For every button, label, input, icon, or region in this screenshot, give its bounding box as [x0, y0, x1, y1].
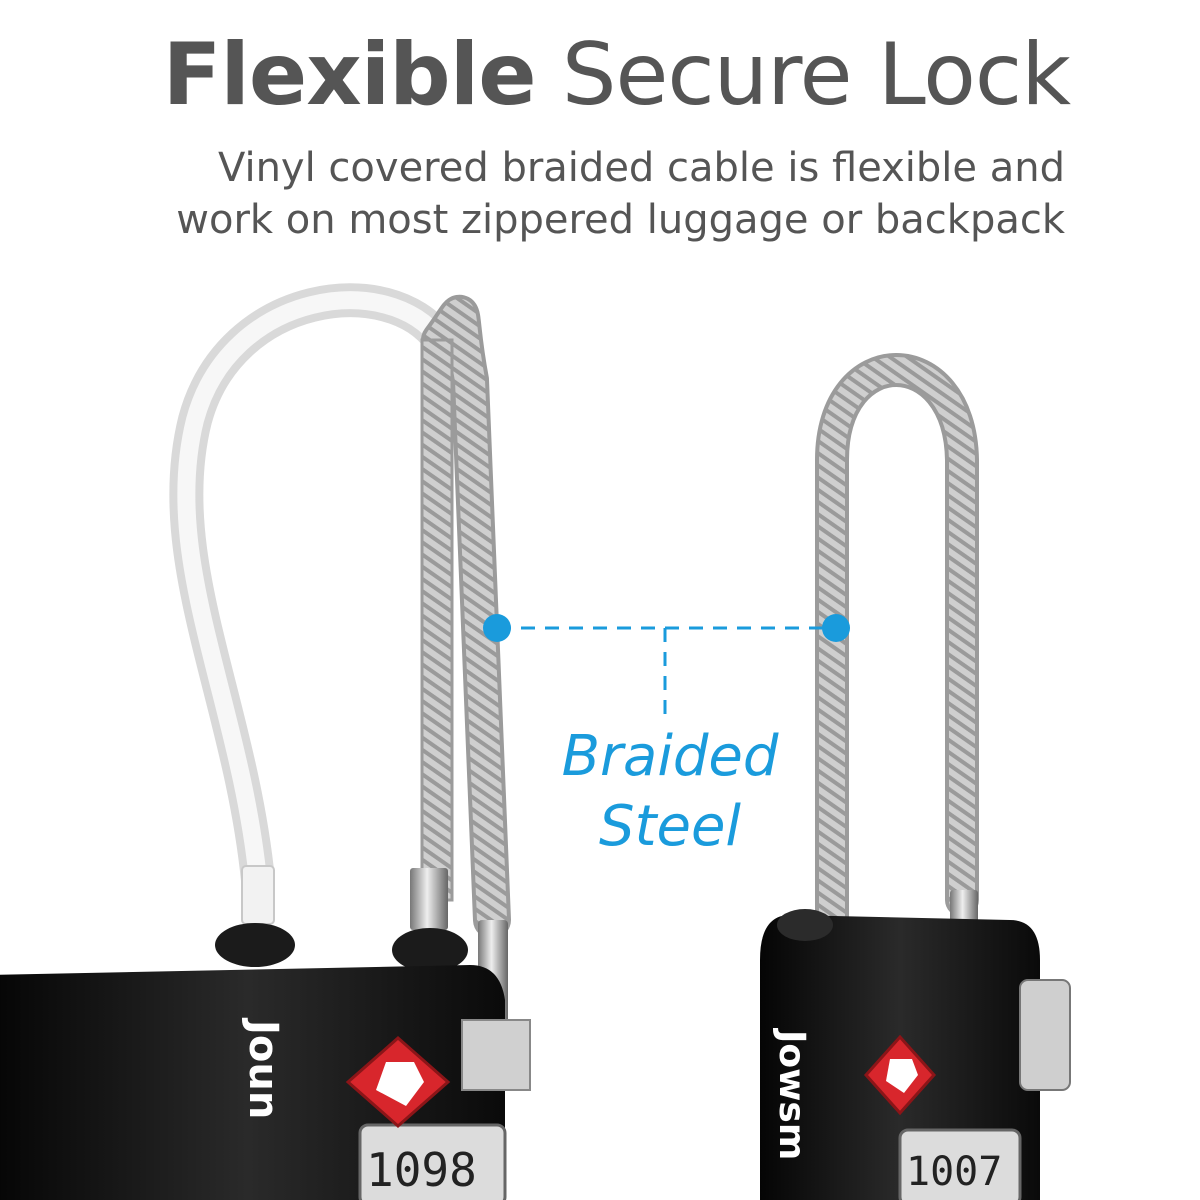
- page-title-rest: Secure Lock: [561, 25, 1071, 125]
- subtitle: Vinyl covered braided cable is flexible …: [176, 142, 1065, 246]
- subtitle-line-1: Vinyl covered braided cable is flexible …: [217, 145, 1065, 191]
- left-brand-mark: Joun: [240, 1017, 286, 1119]
- callout-dot-right: [822, 614, 850, 642]
- braided-steel-label: Braided Steel: [555, 722, 785, 862]
- page-title: Flexible Secure Lock: [162, 25, 1071, 125]
- left-lock-body: 1098 Joun: [0, 923, 531, 1200]
- subtitle-line-2: work on most zippered luggage or backpac…: [176, 197, 1065, 243]
- callout-dot-left: [483, 614, 511, 642]
- right-lock-body: 1007 Jowsm: [760, 909, 1071, 1200]
- tsa-diamond-icon: [345, 1036, 451, 1128]
- left-clear-cable: [169, 283, 457, 897]
- right-brand-mark: Jowsm: [771, 1027, 812, 1160]
- product-illustration: 1098 Joun 1007 Jowsm: [0, 283, 1071, 1200]
- left-ferrule-metal: [410, 868, 448, 930]
- left-braided-cable: [420, 294, 511, 939]
- callout-connector: [483, 614, 850, 715]
- page-title-bold: Flexible: [162, 25, 537, 125]
- left-ferrule-clear: [241, 865, 275, 925]
- right-braided-cable: [815, 353, 979, 1047]
- tsa-diamond-icon-right: [863, 1034, 937, 1116]
- callout-line-2: Steel: [599, 794, 741, 859]
- right-dial-digits: 1007: [906, 1149, 1002, 1195]
- left-dial-digits: 1098: [366, 1143, 477, 1197]
- callout-line-1: Braided: [561, 724, 779, 789]
